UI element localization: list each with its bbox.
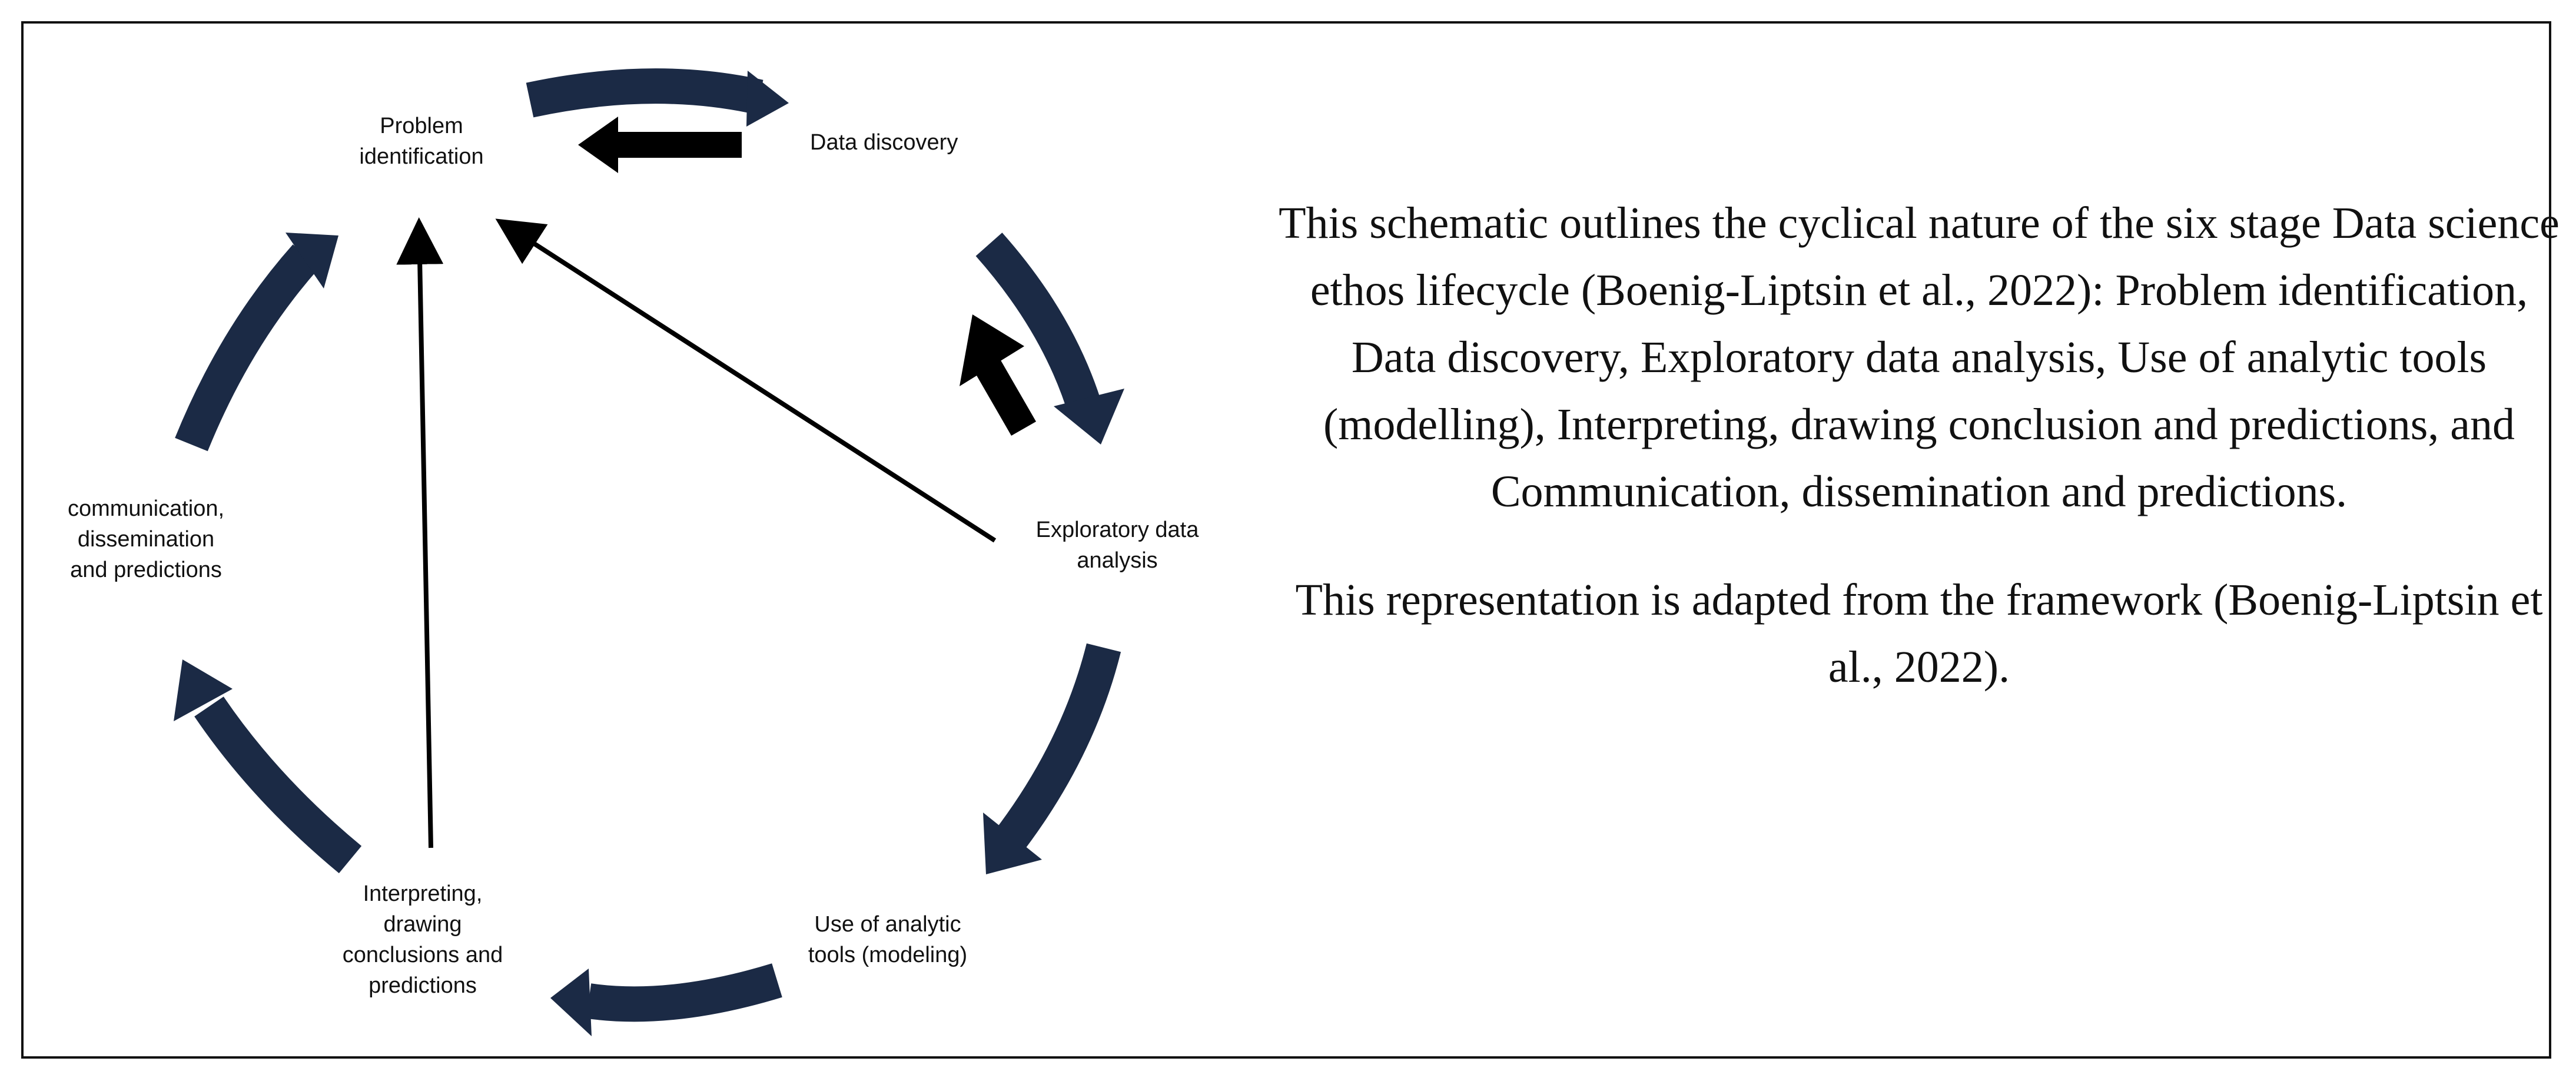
stage-label-line: Data discovery bbox=[810, 130, 958, 155]
description-paragraph-1: This schematic outlines the cyclical nat… bbox=[1279, 198, 2560, 516]
stage-label-line: identification bbox=[359, 144, 483, 169]
cycle-arrow-problem-to-discovery bbox=[526, 68, 789, 127]
feedback-arrow-exploratory-to-discovery bbox=[960, 314, 1036, 436]
stage-label-line: communication, bbox=[68, 496, 224, 521]
cycle-arrow-discovery-to-exploratory bbox=[975, 233, 1124, 445]
paragraph-spacer bbox=[1272, 525, 2567, 566]
stage-label-line: Use of analytic bbox=[814, 912, 961, 937]
stage-label-line: Problem bbox=[380, 114, 463, 138]
description-paragraph-2: This representation is adapted from the … bbox=[1295, 575, 2543, 692]
stage-label-exploratory-data-analysis: Exploratory data analysis bbox=[1036, 518, 1200, 573]
stage-label-data-discovery: Data discovery bbox=[810, 130, 958, 155]
figure-frame: Problem identification Data discovery Exp… bbox=[21, 21, 2560, 1059]
stage-label-use-of-analytic-tools: Use of analytic tools (modeling) bbox=[808, 912, 967, 967]
description-text: This schematic outlines the cyclical nat… bbox=[1272, 190, 2567, 701]
cycle-arrow-interpreting-to-communication bbox=[174, 659, 362, 874]
feedback-arrow-discovery-to-problem bbox=[578, 117, 742, 173]
cycle-arrow-exploratory-to-tools bbox=[983, 643, 1121, 874]
feedback-line-interpreting-to-problem bbox=[396, 217, 444, 848]
stage-label-line: tools (modeling) bbox=[808, 943, 967, 967]
stage-label-line: dissemination bbox=[78, 527, 214, 552]
stage-label-line: and predictions bbox=[70, 558, 222, 582]
stage-label-line: analysis bbox=[1077, 548, 1157, 573]
cycle-arrow-communication-to-problem bbox=[175, 233, 338, 452]
stage-label-line: conclusions and bbox=[343, 943, 503, 967]
stage-label-communication: communication, dissemination and predictio… bbox=[68, 496, 224, 582]
stage-label-line: Exploratory data bbox=[1036, 518, 1200, 542]
cycle-arrow-tools-to-interpreting bbox=[550, 963, 782, 1036]
stage-label-interpreting: Interpreting, drawing conclusions and predi… bbox=[343, 881, 503, 998]
feedback-line-exploratory-to-problem bbox=[495, 218, 997, 543]
stage-label-line: predictions bbox=[369, 973, 477, 998]
lifecycle-diagram: Problem identification Data discovery Exp… bbox=[68, 68, 1200, 1036]
stage-label-line: drawing bbox=[383, 912, 462, 937]
stage-label-problem-identification: Problem identification bbox=[359, 114, 483, 169]
stage-label-line: Interpreting, bbox=[363, 881, 483, 906]
